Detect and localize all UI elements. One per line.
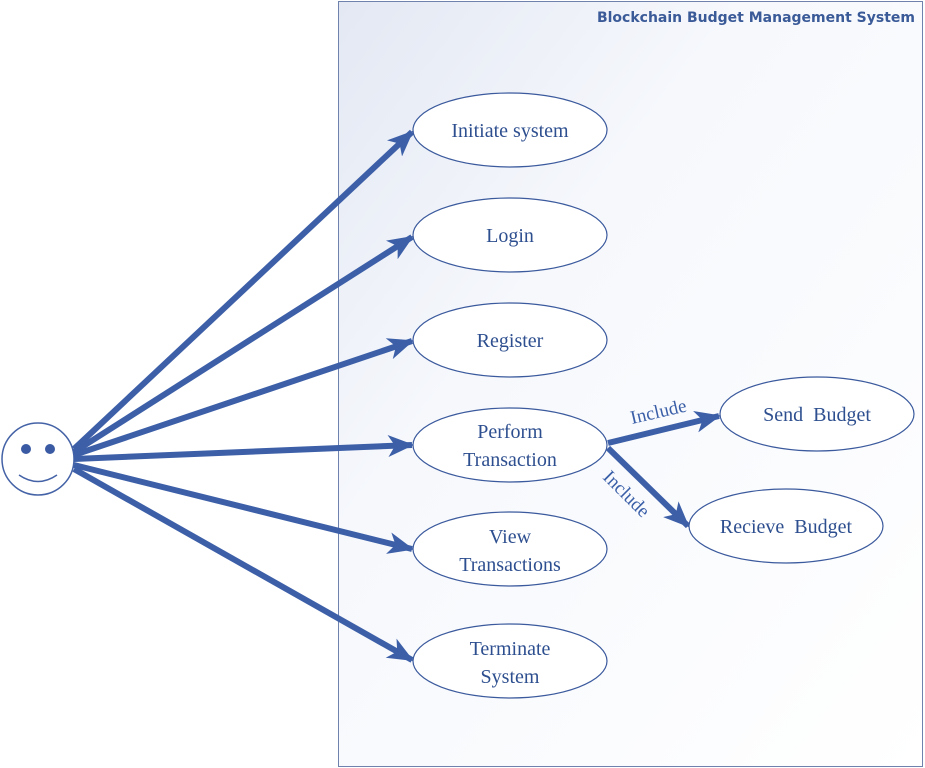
actor-left-eye	[21, 444, 31, 454]
actor-smile	[18, 474, 58, 483]
use-case-label: Recieve Budget	[720, 516, 853, 538]
use-case-label: Initiate system	[451, 120, 569, 142]
use-case-ellipse	[412, 92, 608, 168]
arrow-register	[73, 338, 414, 458]
use-case-login[interactable]: Login	[412, 197, 608, 273]
system-title: Blockchain Budget Management System	[597, 10, 915, 26]
use-case-ellipse	[719, 376, 915, 452]
arrow-login	[72, 234, 414, 455]
use-case-terminate-system[interactable]: Terminate System	[412, 623, 608, 699]
use-case-initiate-system[interactable]: Initiate system	[412, 92, 608, 168]
arrow-view-transactions	[73, 462, 414, 554]
actor	[1, 422, 75, 496]
association-arrows	[71, 129, 415, 663]
use-case-recieve-budget[interactable]: Recieve Budget	[688, 488, 884, 564]
use-case-perform-transaction[interactable]: Perform Transaction	[412, 407, 608, 483]
use-case-ellipse	[412, 197, 608, 273]
arrow-initiate-system	[71, 129, 415, 452]
use-case-ellipse	[412, 623, 608, 699]
use-case-label: Login	[486, 225, 534, 247]
use-case-ellipse	[412, 511, 608, 587]
use-case-label-line1: Terminate	[470, 638, 551, 660]
use-case-label-line2: Transaction	[463, 449, 557, 471]
smiley-face-icon	[1, 422, 75, 496]
use-case-label: Register	[477, 330, 544, 352]
arrow-terminate-system	[72, 466, 414, 663]
use-case-send-budget[interactable]: Send Budget	[719, 376, 915, 452]
use-case-label-line2: Transactions	[459, 554, 561, 576]
use-case-label-line2: System	[481, 666, 540, 688]
include-arrow-recieve-budget	[605, 445, 691, 529]
use-case-label-line1: View	[489, 526, 532, 548]
use-case-register[interactable]: Register	[412, 302, 608, 378]
actor-right-eye	[45, 444, 55, 454]
arrow-perform-transaction	[73, 435, 414, 462]
use-case-label-line1: Perform	[477, 421, 543, 443]
include-arrows	[605, 410, 721, 529]
use-case-view-transactions[interactable]: View Transactions	[412, 511, 608, 587]
use-case-label: Send Budget	[763, 404, 871, 426]
use-case-ellipse	[412, 407, 608, 483]
include-arrow-send-budget	[607, 410, 721, 446]
use-case-ellipse	[688, 488, 884, 564]
use-case-ellipse	[412, 302, 608, 378]
